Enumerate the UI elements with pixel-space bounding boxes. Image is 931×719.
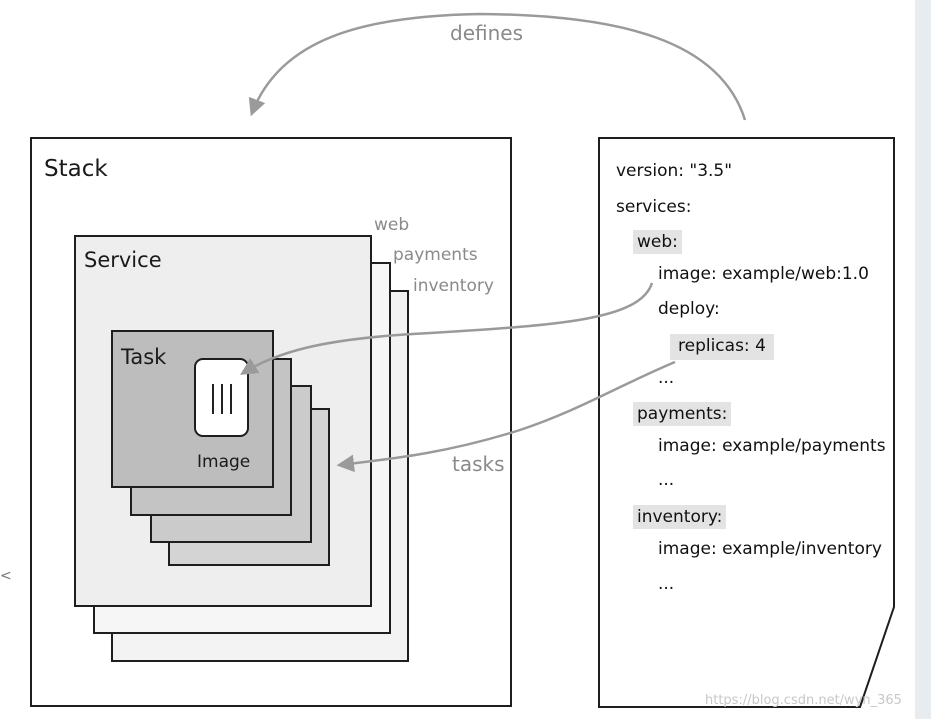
code-line-payments-image: image: example/payments — [658, 436, 886, 456]
container-image-icon — [194, 358, 249, 437]
code-line-deploy: deploy: — [658, 299, 720, 319]
code-line-ellipsis: ... — [658, 470, 675, 490]
code-line-ellipsis: ... — [658, 574, 675, 594]
left-edge-mark: < — [0, 568, 12, 584]
watermark: https://blog.csdn.net/wyn_365 — [705, 693, 902, 708]
code-line-version: version: "3.5" — [616, 161, 733, 181]
tasks-arrow — [336, 360, 676, 473]
service-label-inventory: inventory — [413, 276, 494, 296]
code-line-web: web: — [633, 230, 682, 254]
image-arrow — [240, 282, 654, 375]
tasks-label: tasks — [452, 452, 505, 476]
code-line-ellipsis: ... — [658, 368, 675, 388]
stack-title: Stack — [44, 156, 108, 182]
task-title: Task — [121, 345, 167, 369]
code-line-web-image: image: example/web:1.0 — [658, 264, 869, 284]
scrollbar-track[interactable] — [915, 0, 931, 719]
defines-label: defines — [450, 21, 523, 45]
code-line-inventory-image: image: example/inventory — [658, 539, 882, 559]
compose-file-document — [598, 137, 895, 708]
code-line-inventory: inventory: — [633, 505, 727, 529]
image-label: Image — [197, 452, 251, 472]
code-line-payments: payments: — [633, 402, 732, 426]
code-line-services: services: — [616, 197, 692, 217]
service-title: Service — [84, 248, 162, 272]
defines-arrow — [248, 12, 747, 121]
code-line-replicas: replicas: 4 — [670, 334, 774, 360]
service-label-payments: payments — [393, 245, 478, 265]
service-label-web: web — [374, 215, 410, 235]
